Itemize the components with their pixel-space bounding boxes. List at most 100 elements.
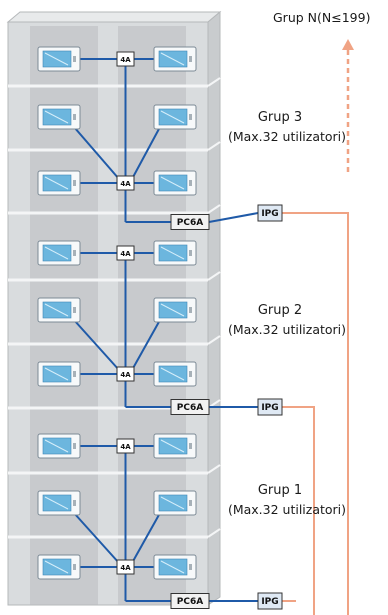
group-2-controller-label: PC6A [177,403,203,413]
group-1-distributor-lower: 4A [116,559,135,575]
group-2-monitor-3-glare [44,303,69,317]
group-2-monitor-1 [37,240,81,266]
group-1-title: Grup 1 [257,483,303,498]
group-3-monitor-3-button [73,114,76,120]
device-layer: 4A 4A PC6A IPG 4A 4A PC6A IPG 4A 4A PC6A IPG [37,46,283,610]
uplink-group-2 [282,406,315,615]
expansion-arrowhead [342,39,354,50]
group-3-wire-to-gateway [208,212,259,223]
group-2-controller-body [170,399,210,415]
group-2-wire-fan-left [73,319,120,371]
group-1-distributor-upper: 4A [116,438,135,454]
group-2-distributor-lower: 4A [116,366,135,382]
group-1-subtitle: (Max.32 utilizatori) [227,502,347,517]
group-1-monitor-4-glare [160,496,185,510]
group-1-gateway: IPG [257,592,283,610]
group-1-monitor-3-button [73,500,76,506]
group-2-monitor-5-glare [44,367,69,381]
group-3-monitor-5-glare [44,176,69,190]
group-3-subtitle: (Max.32 utilizatori) [227,129,347,144]
group-1-controller: PC6A [170,593,210,609]
group-3-distributor-upper-label: 4A [120,56,131,64]
group-3-monitor-4-glare [160,110,185,124]
group-1-distributor-upper-body [116,438,135,454]
group-1-monitor-2 [153,433,197,459]
group-2-controller: PC6A [170,399,210,415]
group-3-controller: PC6A [170,214,210,230]
group-3-monitor-6 [153,170,197,196]
group-2-monitor-5-button [73,371,76,377]
group-1-monitor-6-button [189,564,192,570]
group-1-monitor-6 [153,554,197,580]
building-roof [6,11,222,23]
group-3-monitor-6-glare [160,176,185,190]
group-1-distributor-lower-body [116,559,135,575]
group-2-gateway: IPG [257,398,283,416]
group-3-monitor-1-button [73,56,76,62]
group-3-monitor-4 [153,104,197,130]
floor-divider-side-4 [207,271,221,281]
group-2-monitor-2-button [189,250,192,256]
group-2-monitor-2 [153,240,197,266]
group-2-monitor-4-button [189,307,192,313]
group-1-monitor-2-glare [160,439,185,453]
group-3-gateway-label: IPG [261,209,278,219]
group-3-monitor-2-button [189,56,192,62]
group-3-monitor-1 [37,46,81,72]
group-1-monitor-3-glare [44,496,69,510]
group-1-controller-label: PC6A [177,597,203,607]
group-2-monitor-1-button [73,250,76,256]
floor-divider-side-7 [207,464,221,474]
group-3-monitor-1-glare [44,52,69,66]
group-2-distributor-upper-label: 4A [120,250,131,258]
group-2-distributor-lower-label: 4A [120,371,131,379]
group-2-gateway-body [257,398,283,416]
uplink-group-3 [282,212,349,615]
group-3-distributor-lower-label: 4A [120,180,131,188]
group-1-gateway-label: IPG [261,597,278,607]
group-2-monitor-5 [37,361,81,387]
group-1-monitor-1-glare [44,439,69,453]
floor-divider-side-5 [207,335,221,345]
group-2-distributor-lower-body [116,366,135,382]
group-3-distributor-lower: 4A [116,175,135,191]
group-3-title: Grup 3 [257,110,303,125]
group-3-distributor-upper: 4A [116,51,135,67]
group-3-wire-fan-right [131,126,161,180]
group-2-monitor-4-glare [160,303,185,317]
group-1-wire-fan-left [73,512,120,564]
top-group-label: Grup N(N≤199) [273,10,371,25]
group-2-distributor-upper-body [116,245,135,261]
group-1-monitor-2-button [189,443,192,449]
group-1-monitor-5-button [73,564,76,570]
group-1-monitor-3 [37,490,81,516]
group-2-monitor-6-button [189,371,192,377]
group-1-monitor-4 [153,490,197,516]
group-3-monitor-4-button [189,114,192,120]
group-3-controller-label: PC6A [177,218,203,228]
group-1-monitor-1-button [73,443,76,449]
floor-divider-side-1 [207,77,221,87]
group-2-monitor-1-glare [44,246,69,260]
group-2-monitor-6 [153,361,197,387]
blue-wiring-layer [73,58,349,615]
group-1-controller-body [170,593,210,609]
group-2-monitor-4 [153,297,197,323]
group-2-monitor-3 [37,297,81,323]
group-3-wire-fan-left [73,126,120,180]
group-3-distributor-lower-body [116,175,135,191]
group-3-monitor-3 [37,104,81,130]
group-2-monitor-6-glare [160,367,185,381]
group-1-monitor-1 [37,433,81,459]
group-1-monitor-6-glare [160,560,185,574]
group-2-distributor-upper: 4A [116,245,135,261]
floor-divider-side-3 [207,204,221,214]
group-1-monitor-5-glare [44,560,69,574]
group-3-monitor-6-button [189,180,192,186]
group-2-monitor-2-glare [160,246,185,260]
floor-divider-side-8 [207,528,221,538]
group-3-monitor-2-glare [160,52,185,66]
group-3-gateway-body [257,204,283,222]
group-1-monitor-4-button [189,500,192,506]
